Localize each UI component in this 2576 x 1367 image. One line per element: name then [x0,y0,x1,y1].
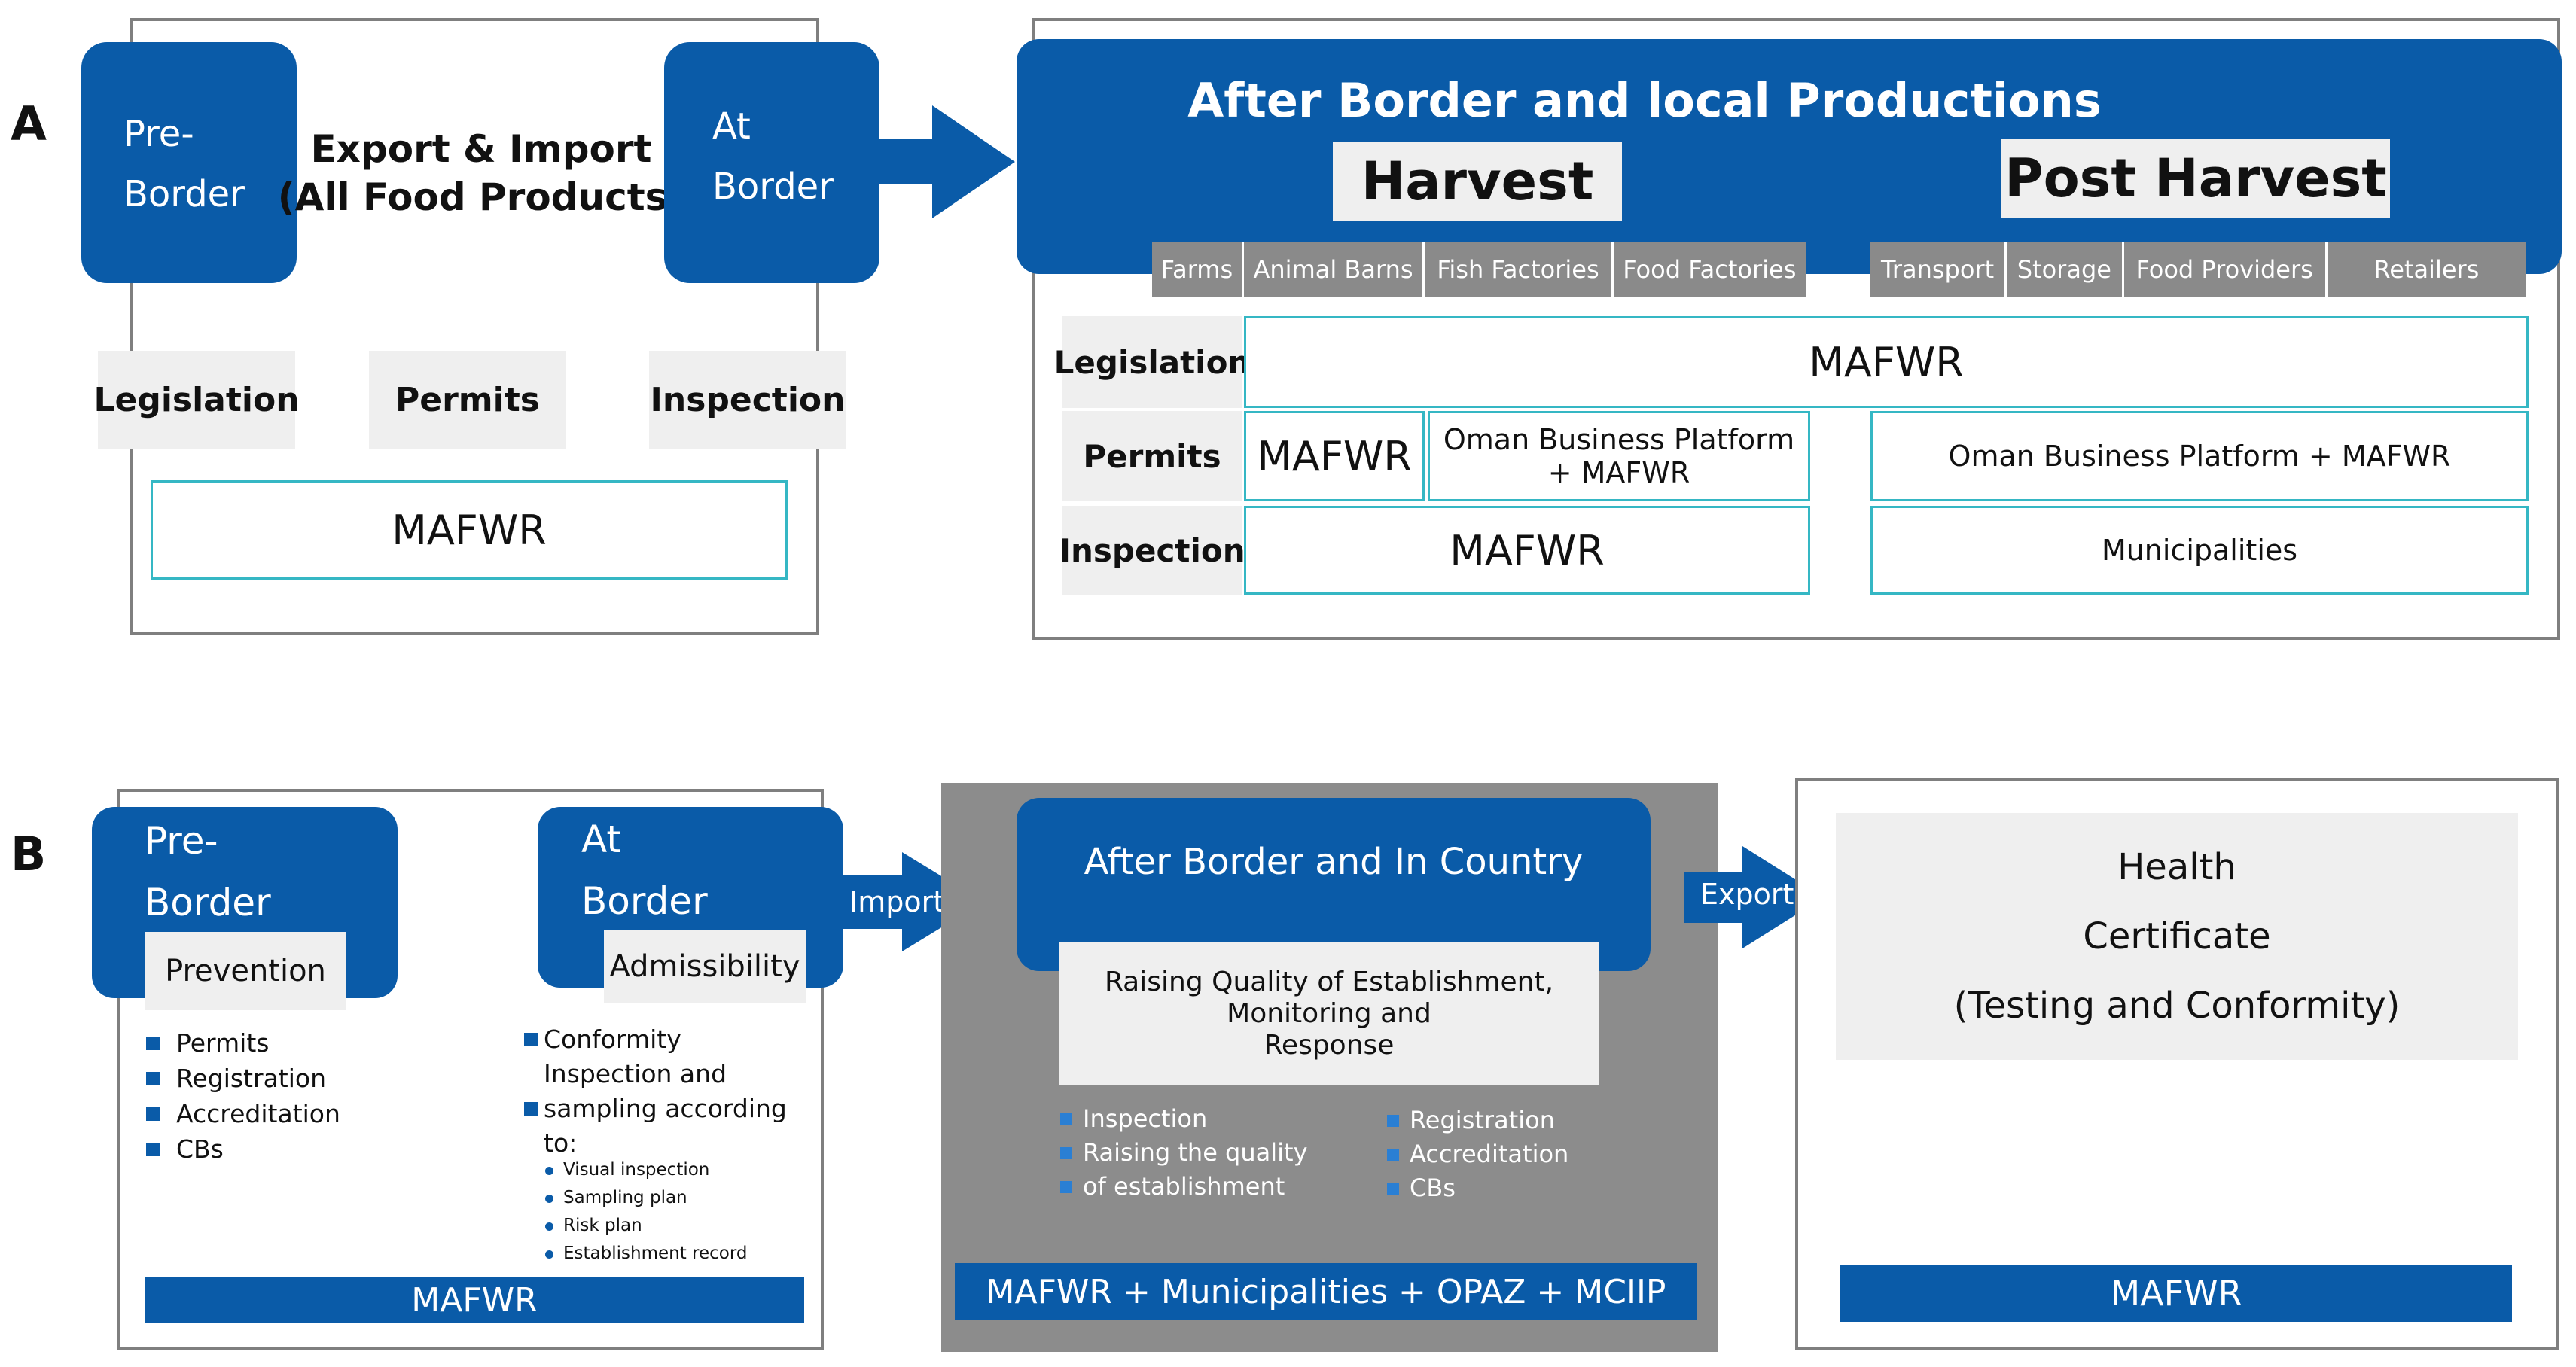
export-import-label: Export & Import (All Food Products) [277,127,685,219]
row-permits-mafwr: MAFWR [1244,411,1425,501]
row-inspection-post-harvest: Municipalities [1870,506,2529,595]
imports-label: Imports [849,885,959,918]
b-mafwr-right-bar: MAFWR [1840,1265,2512,1322]
tab-storage: Storage [2004,242,2121,297]
row-permits-label: Permits [1062,411,1242,501]
mid-item-of-establishment: of establishment [1060,1170,1308,1204]
tab-retailers: Retailers [2324,242,2526,297]
after-border-in-country-title: After Border and In Country [1084,841,1584,883]
pre-border-label: Pre- Border [123,113,245,215]
row-inspection-label: Inspection [1059,506,1245,595]
raising-quality-box: Raising Quality of Establishment, Monito… [1059,942,1599,1085]
at-border-box: At Border [664,42,879,283]
permits-box: Permits [369,351,566,449]
subitem-sampling-plan: Sampling plan [545,1184,748,1212]
pre-item-accreditation: Accreditation [146,1096,340,1131]
panel-a-arrow [879,105,1015,218]
mid-item-inspection: Inspection [1060,1102,1308,1136]
post-harvest-tabs: Transport Storage Food Providers Retaile… [1870,242,2526,297]
legislation-box: Legislation [93,351,300,449]
at-border-label: At Border [712,105,834,208]
mid-item-cbs: CBs [1387,1171,1568,1205]
inspection-box: Inspection [649,351,846,449]
panel-a-mafwr-box: MAFWR [151,480,788,580]
tab-food-factories: Food Factories [1611,242,1806,297]
mid-right-items: Registration Accreditation CBs [1387,1104,1568,1205]
row-inspection-harvest: MAFWR [1244,506,1810,595]
pre-item-cbs: CBs [146,1131,340,1167]
tab-fish-factories: Fish Factories [1422,242,1611,297]
subitem-risk-plan: Risk plan [545,1212,748,1240]
panel-b-letter: B [11,827,47,881]
at-border-items: Conformity Inspection and sampling accor… [524,1022,787,1161]
pre-item-permits: Permits [146,1025,340,1061]
imports-arrow [836,852,983,951]
at-item-conformity: Conformity [524,1022,787,1057]
prevention-box: Prevention [145,932,346,1010]
b-pre-border-box: Pre- Border [92,807,398,998]
b-at-border-label: At Border [581,817,708,923]
health-certificate-box: Health Certificate (Testing and Conformi… [1836,813,2518,1060]
row-legislation-label: Legislation [1054,316,1250,408]
pre-border-items: Permits Registration Accreditation CBs [146,1025,340,1167]
export-arrow [1684,846,1824,948]
mid-item-accreditation: Accreditation [1387,1137,1568,1171]
harvest-box: Harvest [1333,142,1622,221]
subitem-establishment-record: Establishment record [545,1240,748,1268]
pre-border-box: Pre- Border [81,42,297,283]
b-pre-border-label: Pre- Border [145,819,271,924]
mid-authorities-bar: MAFWR + Municipalities + OPAZ + MCIIP [955,1263,1697,1320]
panel-a-letter: A [11,96,47,151]
row-legislation-value: MAFWR [1244,316,2529,408]
tab-farms: Farms [1160,255,1233,284]
row-permits-obp-mafwr: Oman Business Platform + MAFWR [1428,411,1810,501]
after-border-title: After Border and local Productions [1187,72,2102,128]
tab-transport: Transport [1880,255,1995,284]
tab-animal-barns: Animal Barns [1241,242,1423,297]
b-mafwr-left-bar: MAFWR [145,1277,804,1323]
post-harvest-box: Post Harvest [2001,139,2390,218]
export-label: Export [1700,878,1794,911]
tab-food-providers: Food Providers [2121,242,2325,297]
at-item-inspection-sampling: Inspection and sampling according to: [524,1057,787,1161]
subitem-visual-inspection: Visual inspection [545,1156,748,1184]
mid-left-items: Inspection Raising the quality of establ… [1060,1102,1308,1204]
row-permits-post-harvest: Oman Business Platform + MAFWR [1870,411,2529,501]
mid-item-registration: Registration [1387,1104,1568,1137]
at-border-subitems: Visual inspection Sampling plan Risk pla… [545,1156,748,1268]
admissibility-box: Admissibility [604,930,806,1003]
after-border-in-country-box: After Border and In Country [1017,798,1651,971]
pre-item-registration: Registration [146,1061,340,1096]
mid-item-raising-quality: Raising the quality [1060,1136,1308,1170]
harvest-tabs: Farms Animal Barns Fish Factories Food F… [1152,242,1806,297]
